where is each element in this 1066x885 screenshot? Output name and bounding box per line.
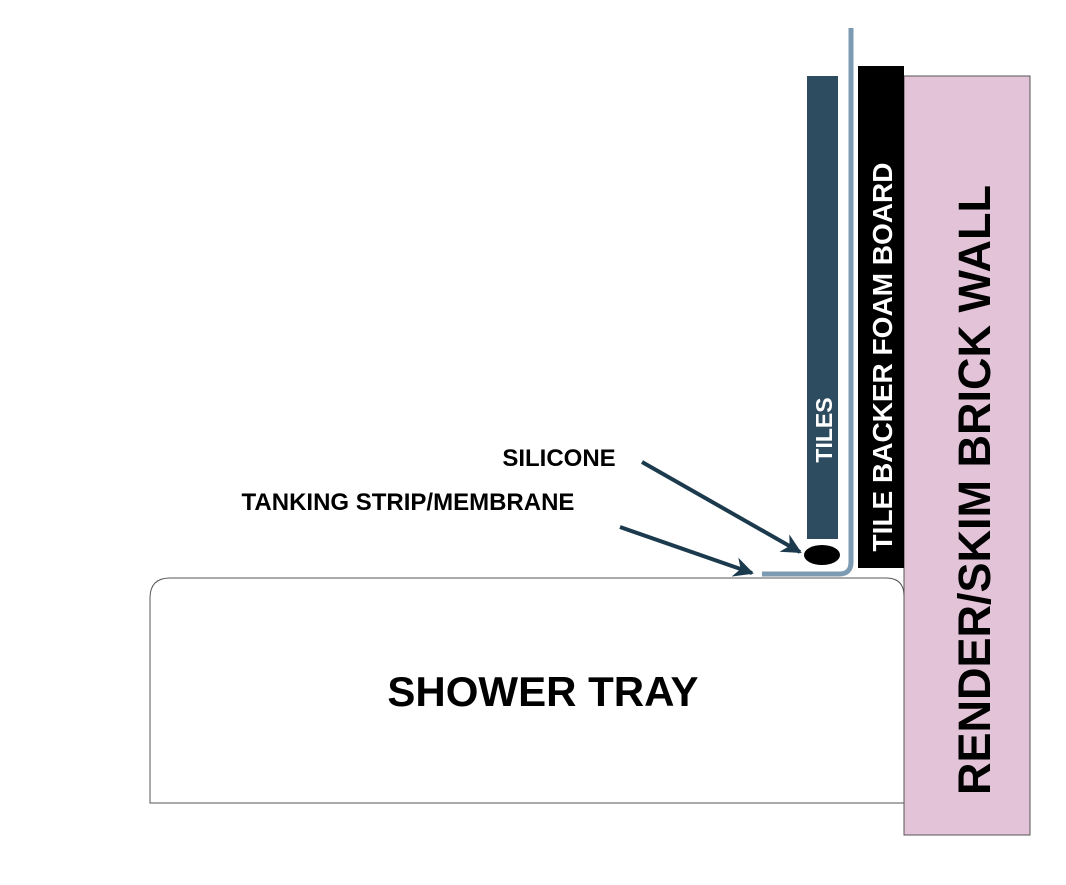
- brick-wall-label: RENDER/SKIM BRICK WALL: [949, 185, 1000, 795]
- silicone-callout-label: SILICONE: [502, 445, 615, 472]
- tile-backer-foam-board-label: TILE BACKER FOAM BOARD: [867, 163, 898, 552]
- tile-backer-foam-board: [858, 66, 904, 568]
- shower-tray: [149, 577, 905, 804]
- tiles: [807, 76, 838, 539]
- silicone-bead: [804, 545, 840, 565]
- brick-wall: [903, 75, 1031, 836]
- tanking-callout-label: TANKING STRIP/MEMBRANE: [242, 489, 575, 516]
- tanking-pointer-arrow: [619, 525, 754, 577]
- tanking-membrane: [762, 28, 854, 577]
- shower-tray-label: SHOWER TRAY: [387, 668, 698, 715]
- tiles-label: TILES: [811, 397, 837, 462]
- silicone-pointer-arrow: [641, 460, 802, 554]
